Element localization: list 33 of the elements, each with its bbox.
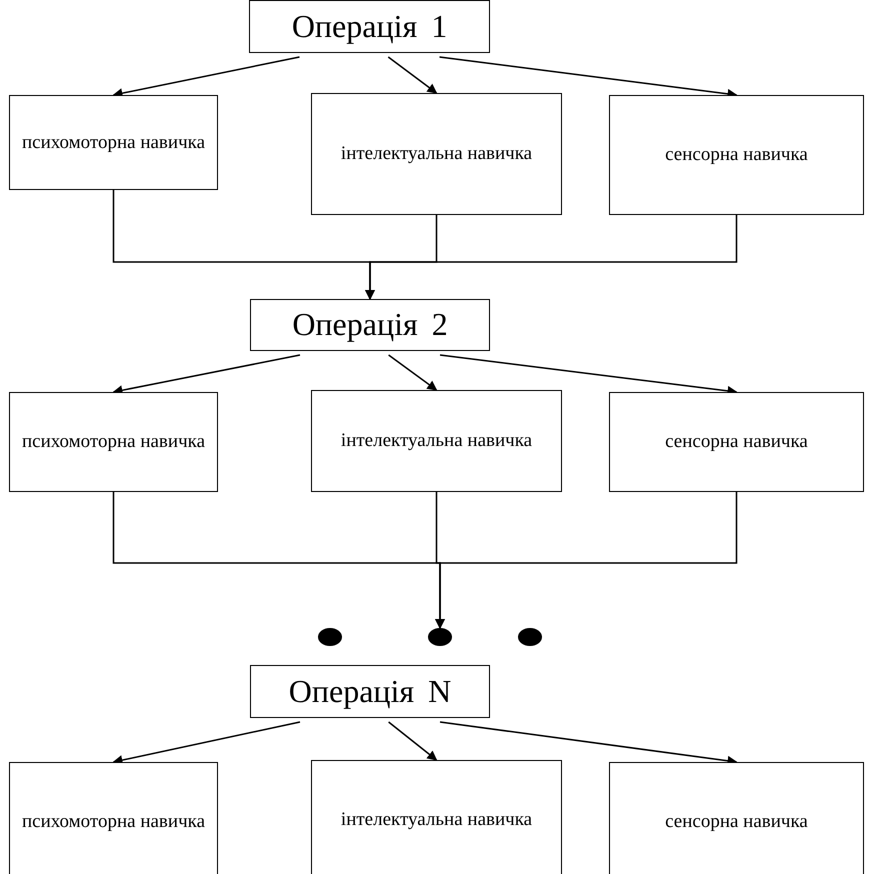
skill-box <box>9 392 218 492</box>
box-label: сенсорна навичка <box>665 430 808 454</box>
skill-box <box>609 95 864 215</box>
arrow <box>365 215 738 300</box>
skill-box <box>609 392 864 492</box>
arrow <box>388 721 438 761</box>
arrow <box>388 56 438 94</box>
arrow <box>388 354 438 391</box>
box-label: інтелектуальна навичка <box>340 142 532 166</box>
skill-box <box>311 390 562 492</box>
box-label: психомоторна навичка <box>22 430 206 454</box>
arrow <box>112 721 300 765</box>
box-label: сенсорна навичка <box>665 810 808 834</box>
skill-box <box>9 95 218 190</box>
arrow <box>435 492 738 629</box>
box-label: психомоторна навичка <box>22 810 206 834</box>
box-label: Операція 1 <box>292 6 448 46</box>
dot <box>518 628 542 646</box>
skill-box <box>311 93 562 215</box>
dot <box>318 628 342 646</box>
box-label: Операція 2 <box>292 305 448 344</box>
dot <box>428 628 452 646</box>
skill-box <box>609 762 864 874</box>
operation-box <box>250 665 490 718</box>
box-label: сенсорна навичка <box>665 143 808 168</box>
box-label: психомоторна навичка <box>22 130 206 155</box>
box-label: інтелектуальна навичка <box>340 808 532 832</box>
skill-box <box>311 760 562 874</box>
operation-box <box>250 299 490 351</box>
operation-box <box>249 0 490 53</box>
box-label: інтелектуальна навичка <box>340 429 532 454</box>
skill-box <box>9 762 218 874</box>
box-label: Операція N <box>288 672 452 711</box>
